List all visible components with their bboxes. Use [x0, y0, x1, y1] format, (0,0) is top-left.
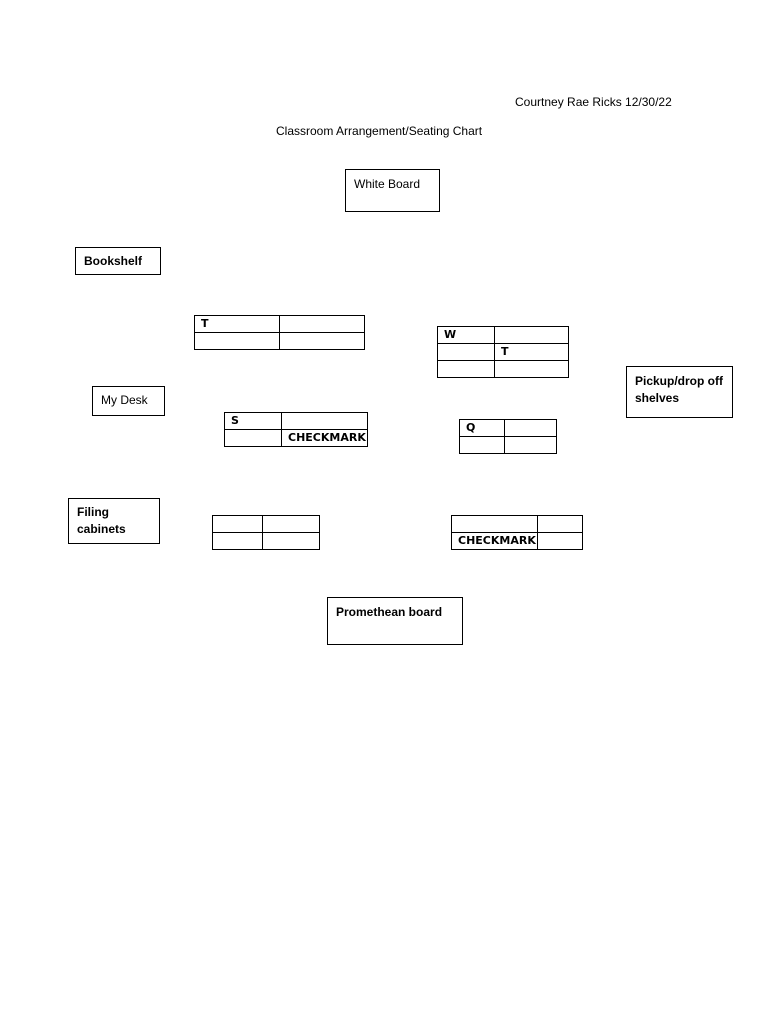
desk-seat	[459, 436, 505, 454]
desk-row: S	[224, 412, 368, 430]
desk-seat	[279, 332, 365, 350]
pickup-label-line1: Pickup/drop off	[635, 374, 723, 388]
desk-seat	[281, 412, 368, 430]
desk-group-3: S CHECKMARK	[224, 412, 368, 447]
desk-seat	[504, 436, 557, 454]
my-desk-label: My Desk	[101, 393, 148, 407]
desk-seat	[494, 360, 569, 378]
desk-seat: W	[437, 326, 495, 344]
desk-seat	[262, 515, 320, 533]
desk-seat	[504, 419, 557, 437]
desk-seat	[537, 532, 583, 550]
desk-seat	[437, 343, 495, 361]
desk-row	[212, 532, 320, 550]
desk-seat	[279, 315, 365, 333]
desk-seat: Q	[459, 419, 505, 437]
promethean-board: Promethean board	[327, 597, 463, 645]
desk-seat: CHECKMARK	[451, 532, 538, 550]
page-title: Classroom Arrangement/Seating Chart	[276, 124, 483, 138]
desk-group-2: W T	[437, 326, 569, 378]
desk-seat	[224, 429, 282, 447]
filing-label-line2: cabinets	[77, 522, 126, 536]
pickup-label-line2: shelves	[635, 391, 680, 405]
author-date: Courtney Rae Ricks 12/30/22	[515, 95, 672, 109]
desk-row	[194, 332, 365, 350]
my-desk: My Desk	[92, 386, 165, 416]
desk-row	[459, 436, 557, 454]
desk-row: CHECKMARK	[451, 532, 583, 550]
desk-row: W	[437, 326, 569, 344]
desk-group-5	[212, 515, 320, 550]
white-board-label: White Board	[354, 177, 421, 191]
desk-seat	[212, 532, 263, 550]
desk-seat	[262, 532, 320, 550]
bookshelf: Bookshelf	[75, 247, 161, 275]
desk-seat	[537, 515, 583, 533]
desk-group-4: Q	[459, 419, 557, 454]
desk-seat: T	[494, 343, 569, 361]
desk-row: T	[437, 343, 569, 361]
desk-row	[451, 515, 583, 533]
desk-group-1: T	[194, 315, 365, 350]
desk-seat	[212, 515, 263, 533]
desk-seat	[437, 360, 495, 378]
filing-label-line1: Filing	[77, 505, 109, 519]
desk-seat	[194, 332, 280, 350]
filing-cabinets: Filing cabinets	[68, 498, 160, 544]
promethean-board-label: Promethean board	[336, 605, 443, 619]
desk-seat: S	[224, 412, 282, 430]
desk-seat	[451, 515, 538, 533]
desk-row	[437, 360, 569, 378]
desk-row: CHECKMARK	[224, 429, 368, 447]
desk-seat: T	[194, 315, 280, 333]
white-board: White Board	[345, 169, 440, 212]
desk-row: T	[194, 315, 365, 333]
desk-row	[212, 515, 320, 533]
bookshelf-label: Bookshelf	[84, 254, 143, 268]
desk-group-6: CHECKMARK	[451, 515, 583, 550]
desk-seat	[494, 326, 569, 344]
pickup-dropoff-shelves: Pickup/drop off shelves	[626, 366, 733, 418]
desk-seat: CHECKMARK	[281, 429, 368, 447]
desk-row: Q	[459, 419, 557, 437]
